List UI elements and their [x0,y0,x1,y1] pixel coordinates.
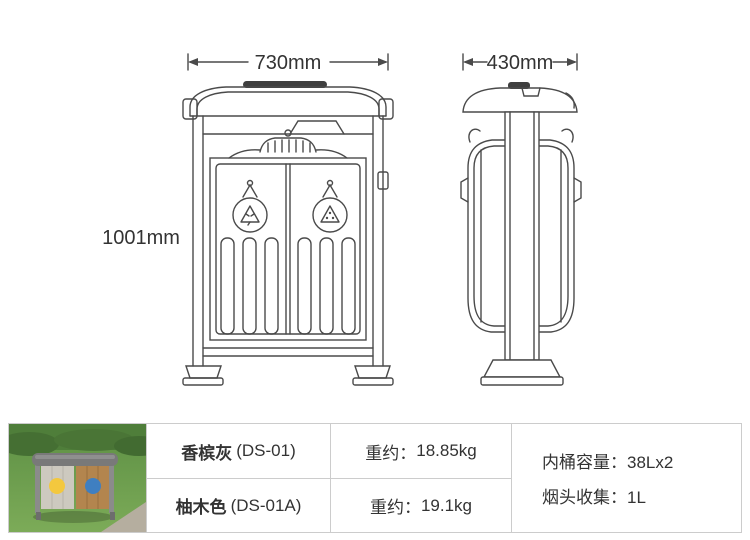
row1-color-name: 香槟灰 [181,443,233,463]
inner-bucket-capacity-label: 内桶容量： [542,453,627,472]
bin-front-lid [182,81,394,120]
capacity-line-1: 内桶容量：38Lx2 [542,448,673,473]
dimension-drawing-canvas: 730mm 1001mm [102,52,582,386]
recycle-symbol-left [232,179,268,233]
front-width-dimension: 730mm [187,52,389,74]
front-width-label: 730mm [255,52,322,74]
technical-drawings-section: 730mm 1001mm [102,52,582,386]
side-width-label: 430mm [487,52,554,74]
body-ear-left [468,128,481,143]
side-width-dimension: 430mm [462,52,578,74]
waste-symbol-right [312,179,348,233]
side-hook-right [573,177,582,203]
bin-front-base [182,347,394,386]
photo-bin-lid [32,453,118,466]
row2-weight-value: 19.1kg [420,495,473,515]
bin-front-slats [220,237,356,335]
capacity-line-2: 烟头收集：1L [542,483,646,508]
row1-weight-cell: 重约： 18.85kg [330,424,511,478]
bin-side-base [480,359,564,386]
side-latch [377,171,389,190]
row1-color-name-cell: 香槟灰 (DS-01) [146,424,330,478]
product-photo [9,424,146,532]
cigarette-collect-value: 1L [627,488,646,507]
row2-model-code: (DS-01A) [230,495,302,515]
row2-weight-label: 重约： [369,498,421,517]
bin-front-crown-decoration [228,129,348,159]
photo-frame-post-left [35,462,40,513]
photo-badge-blue [85,478,101,494]
body-ear-right [561,128,574,143]
bin-front-handle [202,120,374,135]
front-height-label: 1001mm [102,227,180,249]
row1-weight-value: 18.85kg [416,441,477,460]
row2-color-name: 柚木色 [175,498,227,517]
side-view-drawing: 430mm [460,52,582,386]
bin-front-panel [209,157,367,341]
row1-model-code: (DS-01) [236,441,296,460]
photo-badge-yellow [49,478,65,494]
bin-front-frame-posts [192,115,389,367]
side-hook-left [460,177,469,203]
photo-frame-post-right [109,462,114,513]
row1-weight-label: 重约： [365,443,417,463]
spec-table: 香槟灰 (DS-01) 重约： 18.85kg 内桶容量：38Lx2 烟头收集：… [8,423,742,533]
product-photo-image [9,424,146,532]
row2-color-name-cell: 柚木色 (DS-01A) [146,478,330,532]
capacity-cell: 内桶容量：38Lx2 烟头收集：1L [511,424,741,532]
cigarette-collect-label: 烟头收集： [542,488,627,507]
bin-side-post [504,111,540,361]
row2-weight-cell: 重约： 19.1kg [330,478,511,532]
bin-side-lid [462,82,578,113]
front-view-drawing: 730mm 1001mm [102,52,394,386]
inner-bucket-capacity-value: 38Lx2 [627,453,674,472]
